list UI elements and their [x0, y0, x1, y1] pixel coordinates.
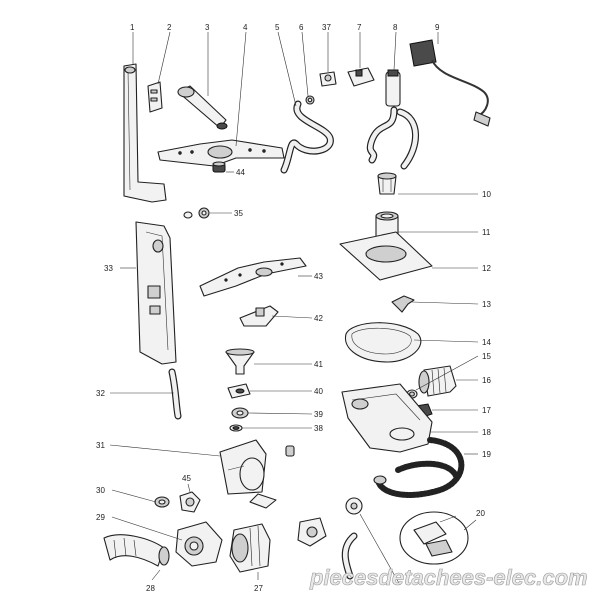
part-10-coupling: [377, 172, 397, 195]
callout-27: 27: [254, 584, 263, 593]
callout-18: 18: [482, 428, 491, 437]
callout-32: 32: [96, 389, 105, 398]
callout-43: 43: [314, 272, 323, 281]
callout-11: 11: [482, 228, 491, 237]
callout-37: 37: [322, 23, 331, 32]
part-33-side-panel: [135, 221, 177, 365]
part-39-nut: [231, 407, 249, 419]
callout-3: 3: [205, 23, 210, 32]
cap-and-tube: [341, 497, 363, 580]
callout-42: 42: [314, 314, 323, 323]
part-31-container: [219, 439, 295, 509]
callout-40: 40: [314, 387, 323, 396]
part-3-top-spray-arm: [177, 85, 228, 130]
part-30-seal: [154, 496, 170, 508]
part-35-seals: [183, 207, 210, 219]
part-14-gasket: [344, 322, 422, 363]
part-4-spray-arm: [157, 139, 285, 167]
callout-45: 45: [182, 474, 191, 483]
callout-14: 14: [482, 338, 491, 347]
callout-4: 4: [243, 23, 248, 32]
part-42-arm-support: [239, 305, 279, 327]
callout-28: 28: [146, 584, 155, 593]
part-27-drain-pump: [229, 523, 271, 573]
callout-2: 2: [167, 23, 172, 32]
callout-29: 29: [96, 513, 105, 522]
part-9-cable: [409, 39, 491, 127]
callout-44: 44: [236, 168, 245, 177]
part-44-nut: [212, 161, 226, 173]
part-16-pump: [418, 365, 457, 397]
leader-lines: [109, 31, 479, 586]
callout-30: 30: [96, 486, 105, 495]
callout-15: 15: [482, 352, 491, 361]
callout-1: 1: [130, 23, 135, 32]
callout-41: 41: [314, 360, 323, 369]
callout-10: 10: [482, 190, 491, 199]
part-5-hose: [280, 95, 334, 174]
part-32-drain-tube: [168, 368, 182, 420]
part-7-connector: [347, 67, 375, 87]
part-40-float: [227, 383, 251, 399]
part-43-lower-spray-arm: [199, 257, 307, 297]
callout-16: 16: [482, 376, 491, 385]
part-18-sump: [341, 383, 433, 453]
part-20-detail: [399, 511, 469, 565]
part-12-filter-plate: [339, 231, 433, 281]
part-28-elbow: [103, 534, 170, 567]
part-2-clip: [147, 81, 163, 113]
callout-38: 38: [314, 424, 323, 433]
callout-12: 12: [482, 264, 491, 273]
part-8-inlet-hose: [366, 69, 419, 170]
part-45-connector: [179, 491, 201, 513]
part-37-valve: [319, 71, 337, 87]
pressure-switch: [297, 517, 327, 547]
part-38-seal: [229, 424, 243, 432]
part-13-clip: [391, 295, 415, 313]
callout-39: 39: [314, 410, 323, 419]
part-29-pump-housing: [175, 521, 223, 567]
callout-20: 20: [476, 509, 485, 518]
callout-8: 8: [393, 23, 398, 32]
callout-33: 33: [104, 264, 113, 273]
part-41-funnel: [225, 348, 255, 375]
part-19-drain-hose: [373, 437, 465, 498]
callout-19: 19: [482, 450, 491, 459]
callout-9: 9: [435, 23, 440, 32]
callout-7: 7: [357, 23, 362, 32]
callout-17: 17: [482, 406, 491, 415]
part-1-supply-tube: [123, 63, 167, 203]
callout-5: 5: [275, 23, 280, 32]
watermark-text: piecesdetachees-elec.com: [309, 565, 588, 590]
callout-6: 6: [299, 23, 304, 32]
callout-31: 31: [96, 441, 105, 450]
callout-13: 13: [482, 300, 491, 309]
callout-labels: 1 2 3 4 5 6 37 7 8 9 44 10 35 11 33 12 4…: [96, 23, 491, 593]
callout-35: 35: [234, 209, 243, 218]
